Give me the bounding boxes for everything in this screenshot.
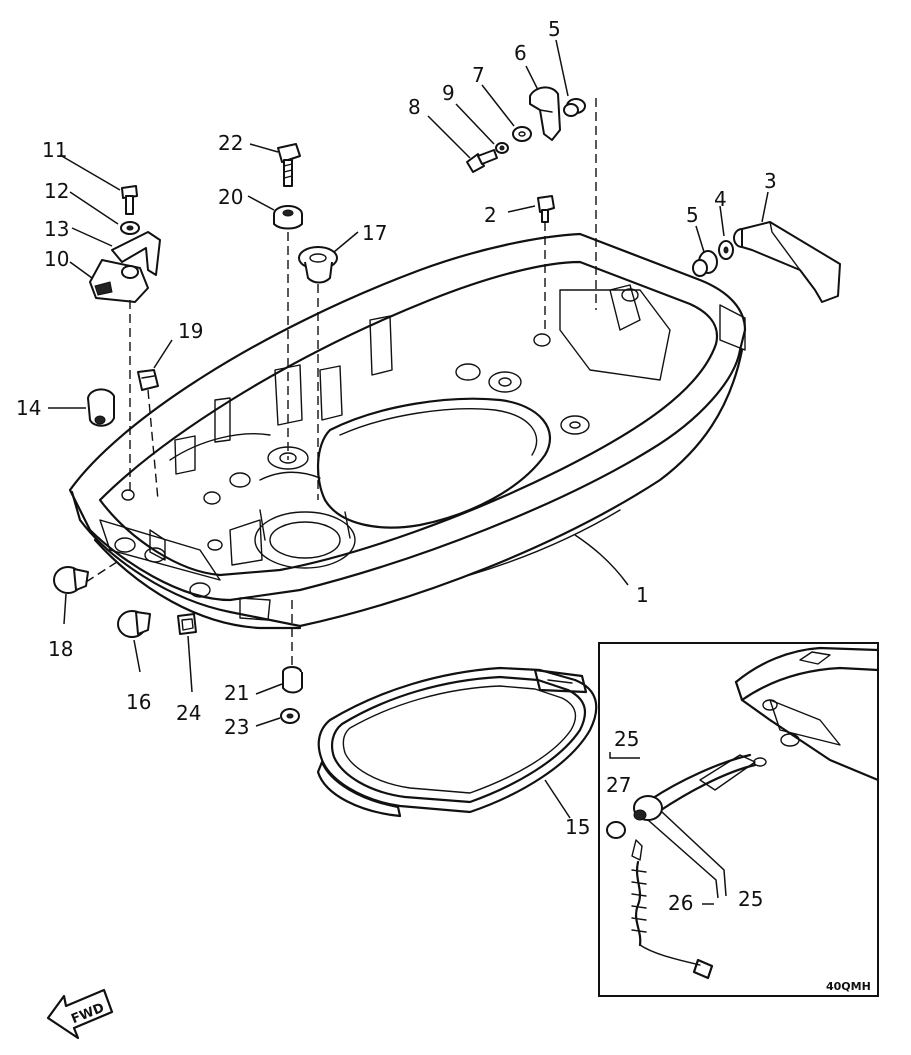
- callout-21: 21: [224, 681, 249, 705]
- callout-2: 2: [484, 203, 497, 227]
- callout-23: 23: [224, 715, 249, 739]
- callout-24: 24: [176, 701, 201, 725]
- callout-4: 4: [714, 187, 727, 211]
- callout-16: 16: [126, 690, 151, 714]
- callout-17: 17: [362, 221, 387, 245]
- washer-7: [512, 126, 532, 142]
- bracket-6: [529, 86, 561, 141]
- bolt-22: [277, 143, 301, 187]
- washer-12: [120, 221, 140, 235]
- plate-13: [111, 231, 161, 276]
- callout-15: 15: [565, 815, 590, 839]
- callout-22: 22: [218, 131, 243, 155]
- bolt-8: [466, 149, 498, 173]
- callout-5-top: 5: [548, 17, 561, 41]
- inset-model-code: 40QMH: [826, 980, 871, 993]
- callout-10: 10: [44, 247, 69, 271]
- callout-3: 3: [764, 169, 777, 193]
- callout-6: 6: [514, 41, 527, 65]
- screw-2: [537, 195, 555, 223]
- callout-26: 26: [668, 891, 693, 915]
- callout-8: 8: [408, 95, 421, 119]
- washer-9: [495, 142, 509, 154]
- grommet-17: [298, 246, 338, 284]
- holder-10: [89, 259, 149, 303]
- callout-labels: 1 2 3 4 5 5 6 7 8 9 10 11 12 13 14 15 16…: [16, 17, 871, 993]
- callout-7: 7: [472, 63, 485, 87]
- callout-9: 9: [442, 81, 455, 105]
- fwd-arrow-icon: FWD: [46, 988, 114, 1040]
- nut-23: [280, 708, 300, 724]
- cap-14: [87, 388, 115, 427]
- inset-panel: [598, 642, 880, 997]
- callout-1: 1: [636, 583, 649, 607]
- collar-5-side: [692, 250, 718, 277]
- bolt-11: [121, 185, 138, 215]
- callout-14: 14: [16, 396, 41, 420]
- gasket-seal: [316, 666, 598, 818]
- washer-4: [718, 240, 734, 260]
- callout-5-side: 5: [686, 203, 699, 227]
- grommet-21: [282, 666, 303, 694]
- plug-16: [117, 610, 151, 638]
- leader-lines: [48, 39, 769, 819]
- callout-25: 25: [738, 887, 763, 911]
- callout-11: 11: [42, 138, 67, 162]
- callout-27: 27: [606, 773, 631, 797]
- seal-24: [177, 613, 197, 635]
- collar-5-top: [563, 98, 586, 117]
- bottom-cowling: [68, 232, 747, 630]
- callout-13: 13: [44, 217, 69, 241]
- grommet-20: [273, 205, 303, 230]
- plug-18: [53, 566, 89, 594]
- clip-19: [137, 369, 159, 391]
- callout-25-bracket: 25: [614, 727, 639, 751]
- lever-3: [733, 221, 841, 303]
- callout-20: 20: [218, 185, 243, 209]
- callout-12: 12: [44, 179, 69, 203]
- alignment-lines: [85, 98, 597, 665]
- callout-18: 18: [48, 637, 73, 661]
- callout-19: 19: [178, 319, 203, 343]
